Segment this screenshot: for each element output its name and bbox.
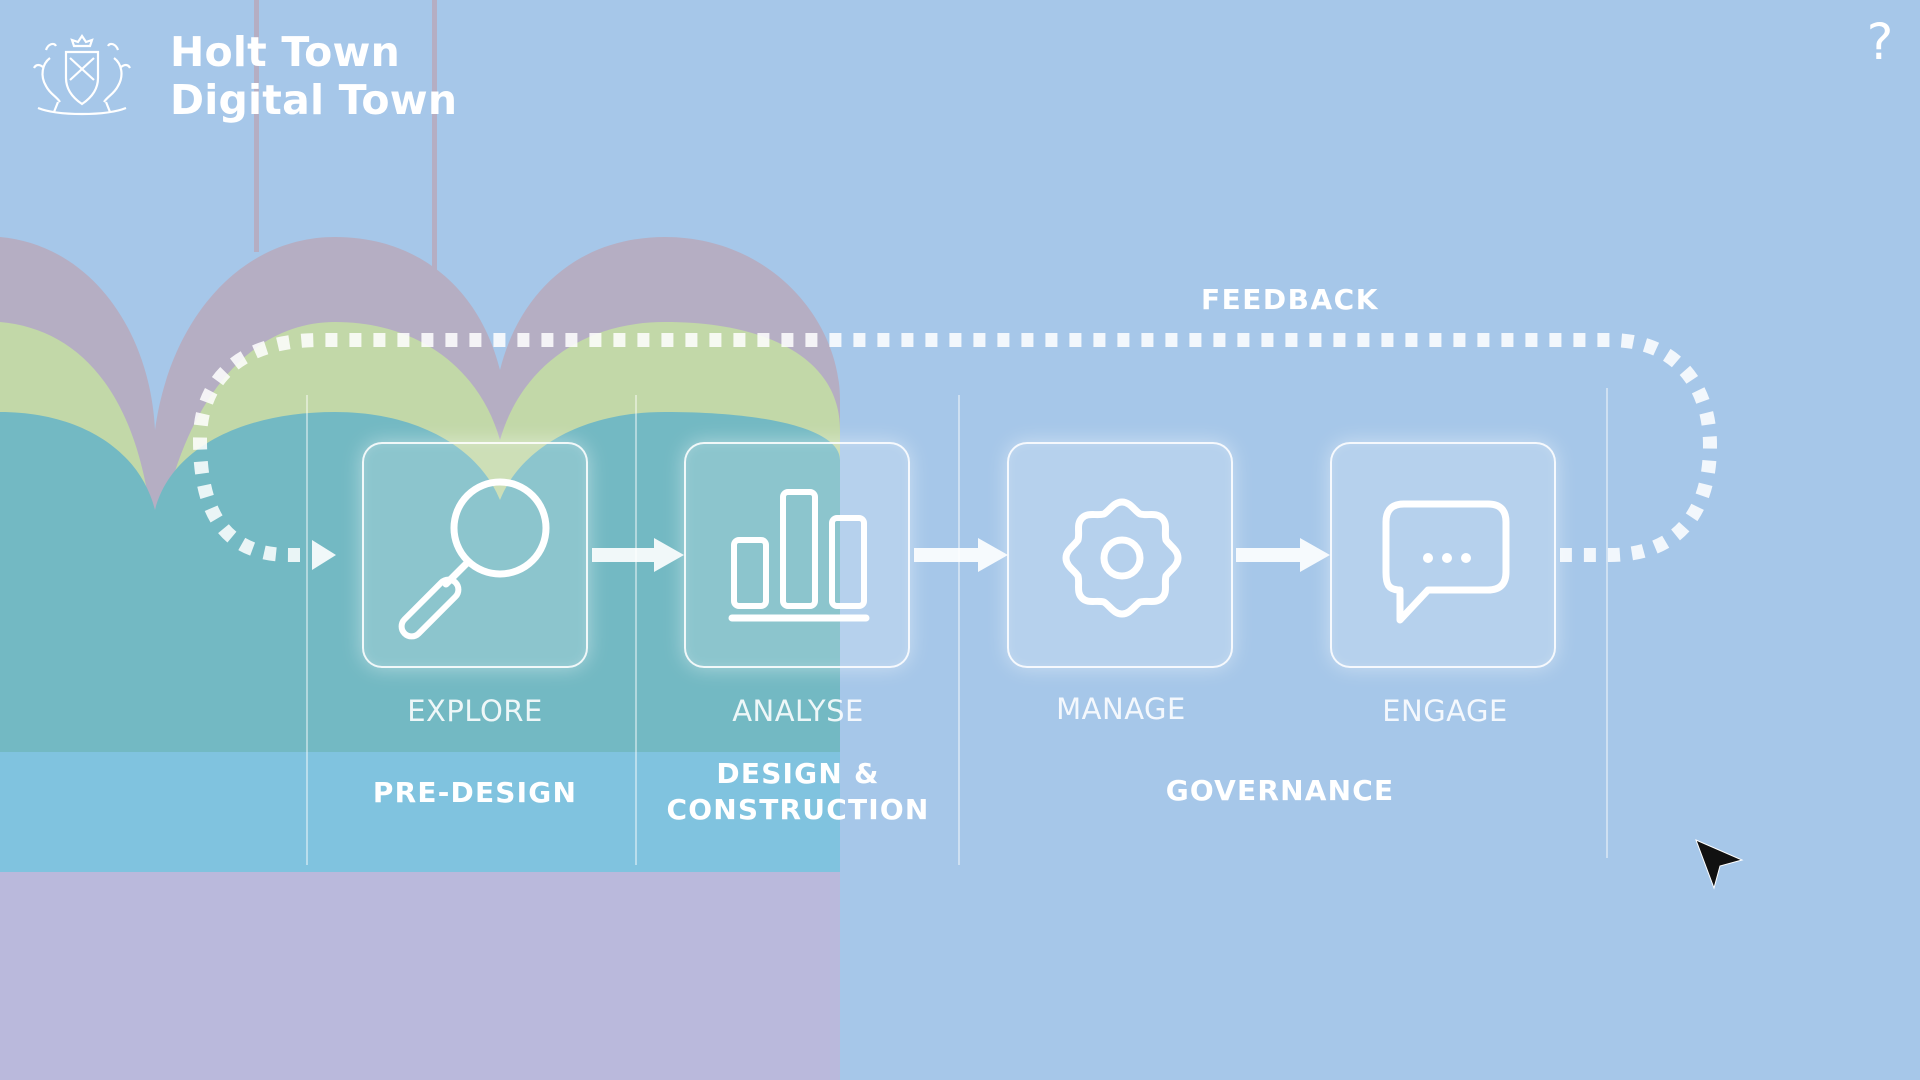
brand-header: Holt Town Digital Town (28, 28, 457, 124)
magnifier-icon (398, 478, 550, 640)
stage-label-engage: ENGAGE (1382, 694, 1508, 728)
phase-label-design-construction: DESIGN & CONSTRUCTION (648, 756, 948, 828)
phase-label-line2: CONSTRUCTION (666, 793, 930, 826)
phase-label-pre-design: PRE-DESIGN (372, 776, 578, 809)
bar-chart-icon (728, 489, 870, 622)
explore-card[interactable] (362, 442, 588, 668)
stage-label-manage: MANAGE (1056, 692, 1186, 726)
mouse-pointer-icon (1695, 839, 1744, 890)
brand-title-line2: Digital Town (170, 76, 458, 124)
engage-card[interactable] (1330, 442, 1556, 668)
analyse-card[interactable] (684, 442, 910, 668)
phase-label-line1: DESIGN & (716, 757, 880, 790)
help-button[interactable]: ? (1860, 14, 1900, 70)
brand-title-line1: Holt Town (170, 28, 400, 76)
coat-of-arms-icon (33, 34, 131, 116)
brand-title: Holt Town Digital Town (170, 28, 457, 124)
question-mark-icon: ? (1866, 13, 1894, 71)
gear-icon (1062, 498, 1182, 618)
stage-label-explore: EXPLORE (407, 694, 543, 728)
manage-card[interactable] (1007, 442, 1233, 668)
feedback-label: FEEDBACK (1201, 283, 1379, 316)
speech-bubble-icon (1382, 500, 1510, 624)
stage-label-analyse: ANALYSE (732, 694, 864, 728)
phase-label-governance: GOVERNANCE (1165, 774, 1395, 807)
